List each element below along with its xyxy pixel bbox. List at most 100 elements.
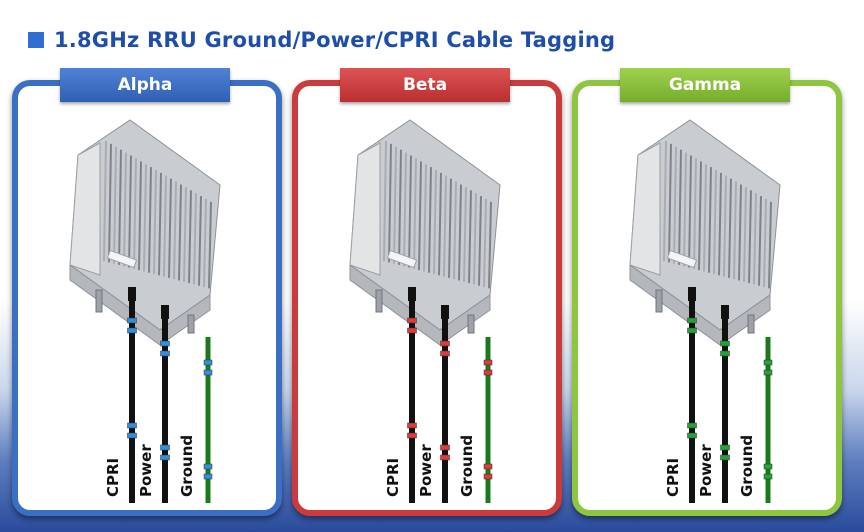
heatsink-fin: [718, 172, 722, 276]
heatsink-fin: [688, 155, 692, 268]
heatsink-fin: [143, 164, 147, 272]
heatsink-fin: [438, 172, 442, 276]
cable-tag: [720, 454, 730, 461]
heatsink-fin: [478, 196, 482, 286]
heatsink-fin: [758, 196, 762, 286]
heatsink-fin: [138, 161, 142, 271]
heatsink-fin: [703, 164, 707, 272]
heatsink-fin: [743, 187, 747, 282]
rru-illustration: [349, 119, 501, 503]
heatsink-fin: [468, 190, 472, 284]
heatsink-fin: [128, 155, 132, 268]
heatsink-fin: [423, 164, 427, 272]
cable-tag: [763, 359, 773, 366]
heatsink-fin: [193, 193, 197, 285]
power-connector: [441, 305, 449, 319]
cable-tag: [407, 317, 417, 324]
heatsink-fin: [403, 152, 407, 267]
heatsink-fin: [483, 198, 487, 288]
rru-heatsink-fins: [663, 140, 772, 289]
rru-connector-plate: [349, 264, 491, 346]
cable-tag: [483, 359, 493, 366]
cable-tag: [203, 359, 213, 366]
antenna-port: [655, 289, 663, 313]
heatsink-fin: [448, 178, 452, 278]
rru-heatsink-fins: [103, 140, 212, 289]
heatsink-fin: [738, 184, 742, 281]
heatsink-fin: [683, 152, 687, 267]
heatsink-fin: [748, 190, 752, 284]
heatsink-fin: [713, 169, 717, 275]
cpri-connector: [408, 287, 416, 301]
heatsink-fin: [208, 201, 212, 289]
cable-tag: [203, 473, 213, 480]
heatsink-fin: [488, 201, 492, 289]
cable-tag: [720, 444, 730, 451]
heatsink-fin: [158, 172, 162, 276]
cable-tag: [687, 432, 697, 439]
heatsink-fin: [148, 167, 152, 273]
cable-tag: [440, 340, 450, 347]
power-label: Power: [417, 444, 435, 497]
rru-label-plate: [106, 249, 138, 269]
heatsink-fin: [413, 158, 417, 269]
cable-tag: [127, 327, 137, 334]
heatsink-fin: [108, 143, 112, 263]
cable-tag: [440, 350, 450, 357]
heatsink-fin: [708, 167, 712, 273]
heatsink-fin: [428, 167, 432, 273]
heatsink-fin: [173, 181, 177, 280]
cable-tag: [440, 454, 450, 461]
sector-tab-alpha: Alpha: [60, 68, 230, 102]
cable-tag: [483, 463, 493, 470]
heatsink-fin: [178, 184, 182, 281]
heatsink-fin: [693, 158, 697, 269]
heatsink-fin: [463, 187, 467, 282]
ground-label: Ground: [178, 434, 196, 497]
heatsink-fin: [733, 181, 737, 280]
sector-tab-beta: Beta: [340, 68, 510, 102]
heatsink-fin: [103, 140, 107, 262]
cable-tag: [160, 454, 170, 461]
cable-tag: [407, 422, 417, 429]
cable-tag: [440, 444, 450, 451]
heatsink-fin: [383, 140, 387, 262]
cable-tag: [160, 350, 170, 357]
cable-tag: [203, 463, 213, 470]
heatsink-fin: [668, 143, 672, 263]
heatsink-fin: [763, 198, 767, 288]
cable-tag: [407, 432, 417, 439]
rru-connector-plate: [629, 264, 771, 346]
heatsink-fin: [768, 201, 772, 289]
heatsink-fin: [388, 143, 392, 263]
antenna-port: [187, 314, 195, 334]
heatsink-fin: [408, 155, 412, 268]
ground-label: Ground: [738, 434, 756, 497]
heatsink-fin: [118, 149, 122, 265]
heatsink-fin: [418, 161, 422, 271]
power-connector: [161, 305, 169, 319]
cpri-connector: [128, 287, 136, 301]
heatsink-fin: [398, 149, 402, 265]
rru-heatsink-fins: [383, 140, 492, 289]
sector-tab-gamma: Gamma: [620, 68, 790, 102]
heatsink-fin: [673, 146, 677, 264]
antenna-port: [467, 314, 475, 334]
heatsink-fin: [663, 140, 667, 262]
rru-label-plate: [666, 249, 698, 269]
cpri-label: CPRI: [384, 457, 402, 497]
cable-tag: [160, 340, 170, 347]
heatsink-fin: [198, 196, 202, 286]
cable-tag: [483, 473, 493, 480]
heatsink-fin: [458, 184, 462, 281]
heatsink-fin: [433, 169, 437, 275]
cable-tag: [763, 369, 773, 376]
heatsink-fin: [163, 175, 167, 277]
heatsink-fin: [453, 181, 457, 280]
heatsink-fin: [203, 198, 207, 288]
heatsink-fin: [753, 193, 757, 285]
cable-tag: [127, 317, 137, 324]
rru-side-panel: [69, 142, 101, 276]
heatsink-fin: [123, 152, 127, 267]
